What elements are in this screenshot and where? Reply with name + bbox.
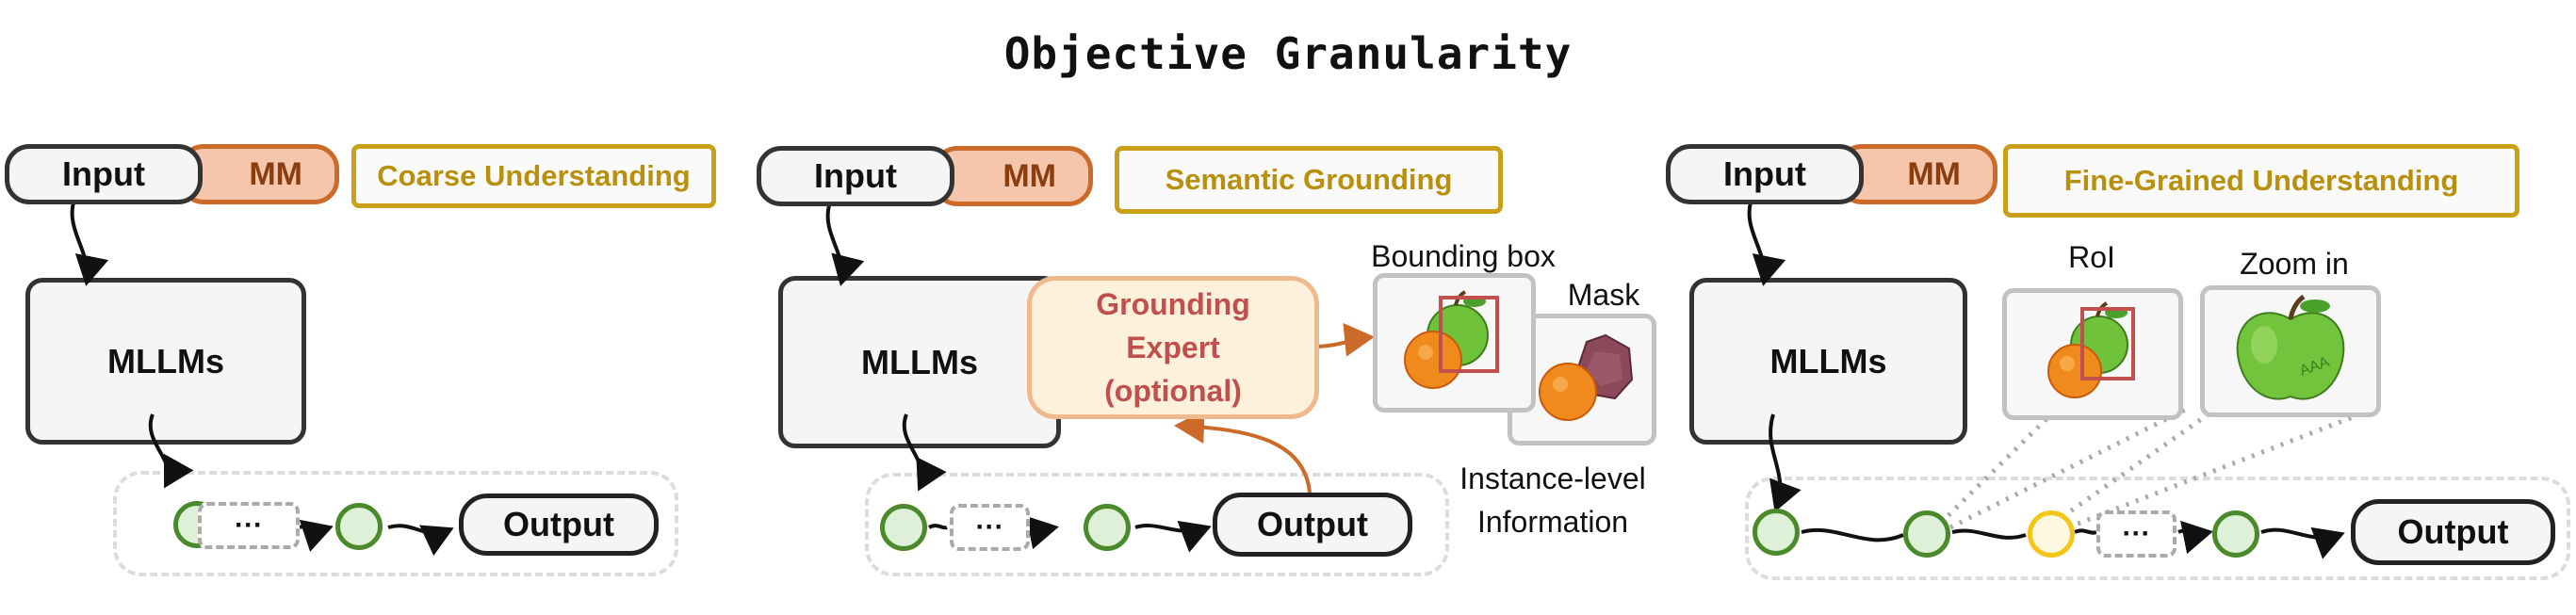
ellipsis-box: ··· (198, 502, 300, 549)
arrow-node-to-yellow-3 (1951, 528, 2027, 540)
arrow-mllm-to-node-3 (1769, 413, 1802, 512)
input-box: Input (5, 144, 203, 204)
arrow-node-to-output-3 (2260, 526, 2345, 559)
token-node (1753, 509, 1800, 556)
output-box: Output (2351, 499, 2555, 565)
token-node (1084, 504, 1131, 551)
arrow-input-to-mllm-3 (1747, 202, 1786, 286)
zoom-apple-icon: AAA (2236, 294, 2345, 400)
arrow-node-to-dots-2 (928, 524, 948, 530)
mllm-box: MLLMs (1689, 278, 1967, 445)
zoom-label: Zoom in (2240, 247, 2349, 281)
mllm-box: MLLMs (25, 278, 306, 445)
roi-dotted-line-1 (1939, 405, 2061, 525)
zoom-card: AAA (2200, 285, 2381, 417)
output-box: Output (1213, 493, 1412, 557)
arrow-node-to-node-3 (1801, 527, 1904, 542)
roi-icon (2047, 301, 2135, 398)
category-label-coarse: Coarse Understanding (351, 144, 716, 208)
info-line: Information (1476, 505, 1629, 539)
arrow-mllm-to-node-2 (902, 413, 947, 492)
token-node (1903, 510, 1950, 558)
roi-label: RoI (2068, 240, 2115, 274)
mm-box: MM (179, 144, 339, 204)
expert-line: (optional) (1104, 374, 1242, 408)
sequence-frame (1745, 477, 2570, 580)
ellipsis-box: ··· (2096, 510, 2177, 558)
arrow-output-to-expert (1174, 410, 1312, 494)
bounding-box-card (1373, 273, 1536, 413)
roi-card (2002, 288, 2183, 420)
instance-info-label: Instance-level Information (1440, 457, 1666, 543)
arrow-dots-to-node-2 (1026, 515, 1059, 550)
sequence-frame (865, 473, 1449, 576)
arrow-expert-to-bbox (1313, 322, 1375, 357)
zoom-dotted-line-1 (2052, 404, 2221, 526)
bbox-label: Bounding box (1371, 239, 1556, 273)
token-node-highlight (2028, 510, 2075, 558)
output-box: Output (459, 494, 659, 556)
arrow-node-to-output-2 (1134, 520, 1212, 553)
category-label-grounding: Semantic Grounding (1115, 146, 1503, 214)
mm-box: MM (933, 146, 1093, 206)
arrow-mllm-to-node-1 (148, 413, 194, 489)
arrow-node-to-output-1 (387, 524, 454, 557)
bounding-box-icon (1403, 290, 1499, 389)
diagram-title: Objective Granularity (1003, 28, 1573, 79)
input-box: Input (757, 146, 954, 206)
sequence-frame (113, 471, 678, 576)
arrow-dots-to-node-1 (299, 519, 334, 552)
mask-icon (1539, 333, 1634, 421)
zoom-dotted-line-2 (2067, 404, 2380, 530)
arrow-input-to-mllm-2 (825, 204, 865, 286)
mask-label: Mask (1567, 278, 1640, 312)
ellipsis-box: ··· (950, 504, 1030, 551)
category-label-fine-grained: Fine-Grained Understanding (2003, 144, 2519, 218)
expert-line: Expert (1126, 331, 1220, 364)
arrow-dots-to-node-3 (2177, 520, 2213, 555)
token-node (335, 503, 383, 550)
token-node (880, 504, 927, 551)
arrow-yellow-to-dots-3 (2074, 528, 2097, 535)
token-node (2212, 510, 2259, 558)
arrow-input-to-mllm-1 (70, 202, 109, 286)
info-line: Instance-level (1459, 461, 1646, 495)
input-box: Input (1666, 144, 1864, 204)
grounding-expert-box: Grounding Expert (optional) (1027, 276, 1319, 419)
expert-line: Grounding (1096, 287, 1250, 321)
mllm-box: MLLMs (778, 276, 1061, 448)
